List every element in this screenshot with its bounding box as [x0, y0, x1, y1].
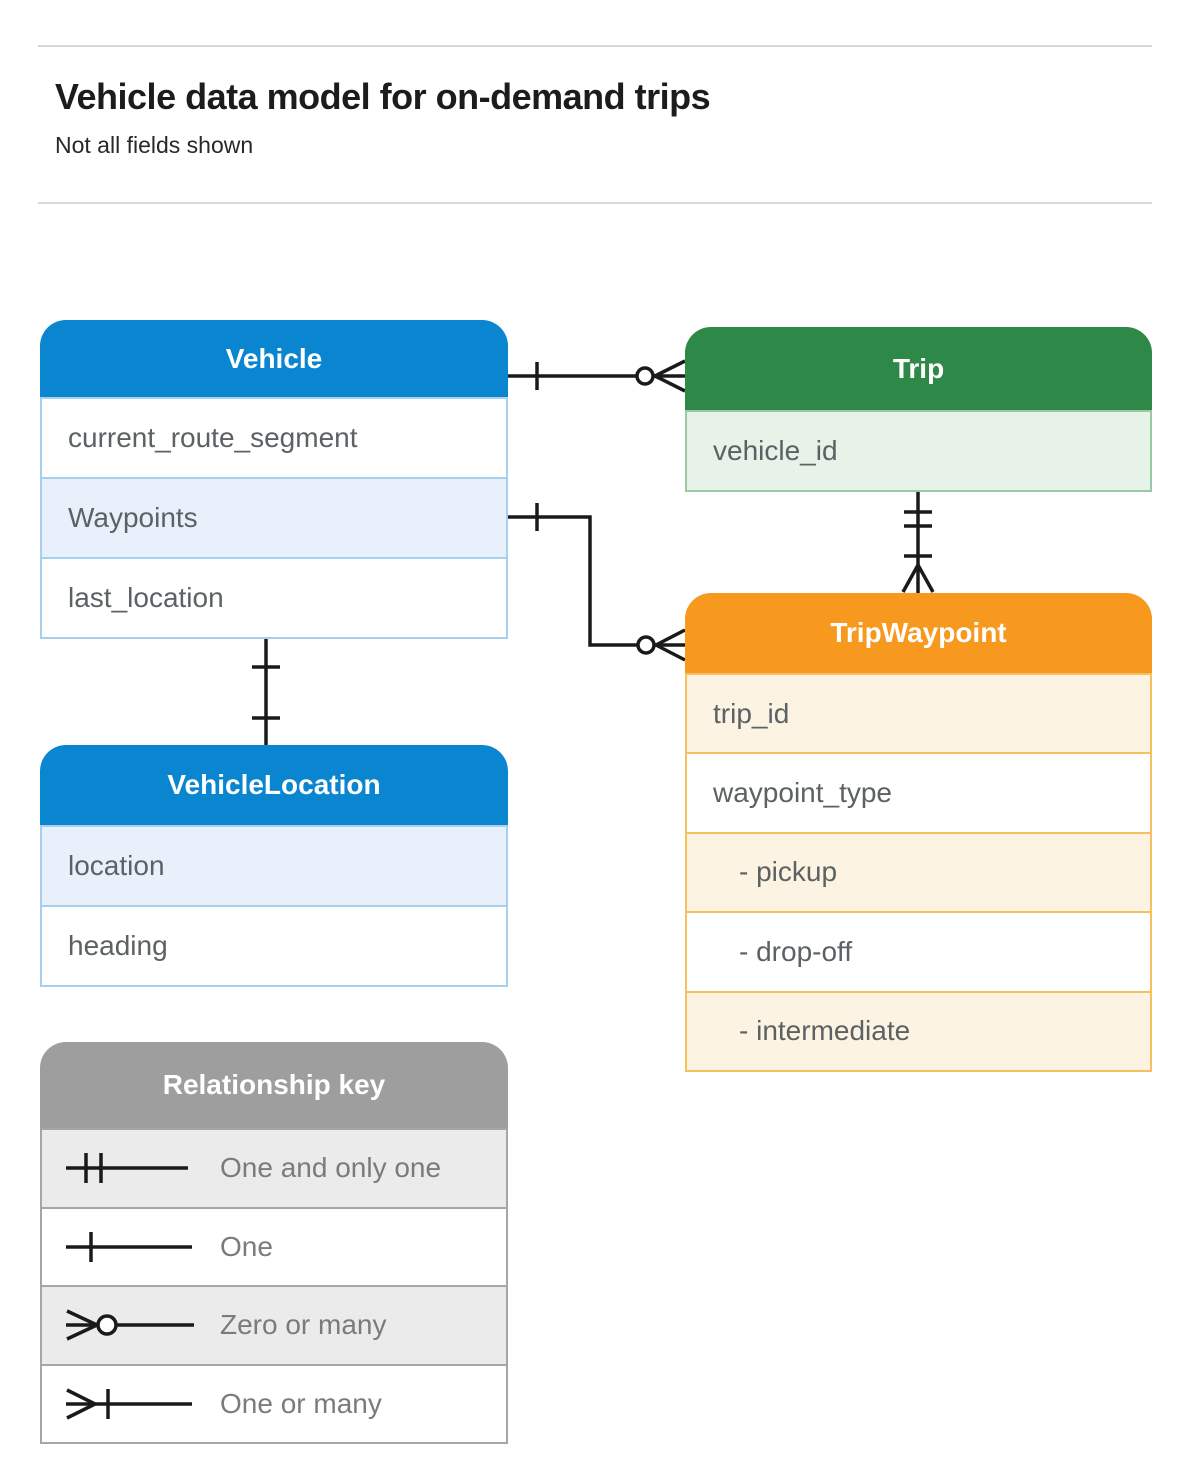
- entity-trip: Trip vehicle_id: [685, 327, 1152, 492]
- top-divider: [38, 45, 1152, 47]
- legend-label: One and only one: [220, 1152, 442, 1184]
- field-label: location: [68, 850, 165, 881]
- entity-tripwaypoint: TripWaypoint trip_id waypoint_type - pic…: [685, 593, 1152, 1072]
- connector-vehicle-trip: [508, 359, 686, 393]
- entity-vehicle-body: current_route_segment Waypoints last_loc…: [40, 397, 508, 639]
- entity-trip-body: vehicle_id: [685, 410, 1152, 492]
- header-divider: [38, 202, 1152, 204]
- relationship-key-header: Relationship key: [40, 1042, 508, 1128]
- entity-vehicle-title: Vehicle: [225, 342, 323, 374]
- field-row: current_route_segment: [42, 397, 506, 477]
- entity-vehiclelocation-header: VehicleLocation: [40, 745, 508, 825]
- relationship-key-title: Relationship key: [162, 1069, 386, 1100]
- field-row: Waypoints: [42, 477, 506, 557]
- connector-waypoints-tripwaypoint: [508, 503, 686, 662]
- field-row-enum-value: - intermediate: [687, 990, 1150, 1070]
- field-row: vehicle_id: [687, 410, 1150, 490]
- legend-label: Zero or many: [220, 1309, 387, 1341]
- field-label: - drop-off: [739, 935, 853, 967]
- field-label: trip_id: [713, 697, 790, 729]
- field-label: vehicle_id: [713, 435, 838, 466]
- one-symbol: [66, 1231, 192, 1262]
- field-label: waypoint_type: [713, 777, 893, 809]
- entity-vehicle-header: Vehicle: [40, 320, 508, 397]
- connector-trip-tripwaypoint: [901, 490, 935, 593]
- entity-trip-title: Trip: [892, 352, 945, 384]
- field-row-enum-value: - pickup: [687, 831, 1150, 912]
- relationship-key-body: One and only one One Zero or many: [40, 1128, 508, 1444]
- field-row: trip_id: [687, 673, 1150, 753]
- field-row: location: [42, 825, 506, 905]
- field-row-enum-value: - drop-off: [687, 911, 1150, 991]
- legend-row: One and only one: [42, 1128, 506, 1207]
- relationship-key: Relationship key One and only one One: [40, 1042, 508, 1444]
- field-label: current_route_segment: [68, 422, 358, 453]
- legend-row: Zero or many: [42, 1285, 506, 1364]
- entity-tripwaypoint-title: TripWaypoint: [830, 617, 1007, 648]
- legend-row: One: [42, 1206, 506, 1285]
- entity-vehiclelocation: VehicleLocation location heading: [40, 745, 508, 987]
- field-label: heading: [68, 930, 168, 961]
- one-or-many-symbol: [66, 1388, 192, 1420]
- page-subtitle: Not all fields shown: [55, 132, 254, 158]
- one-and-only-one-symbol: [66, 1153, 188, 1184]
- entity-trip-header: Trip: [685, 327, 1152, 410]
- field-row: heading: [42, 905, 506, 985]
- field-row: last_location: [42, 557, 506, 637]
- field-row: waypoint_type: [687, 752, 1150, 832]
- zero-or-many-symbol: [66, 1309, 194, 1341]
- field-label: last_location: [68, 582, 224, 613]
- entity-tripwaypoint-header: TripWaypoint: [685, 593, 1152, 673]
- field-label: - intermediate: [739, 1015, 911, 1047]
- entity-vehicle: Vehicle current_route_segment Waypoints …: [40, 320, 508, 639]
- field-label: - pickup: [739, 856, 838, 888]
- legend-row: One or many: [42, 1363, 506, 1442]
- legend-label: One: [220, 1230, 273, 1262]
- connector-vehicle-vehiclelocation: [252, 636, 280, 745]
- field-label: Waypoints: [68, 502, 198, 533]
- entity-tripwaypoint-body: trip_id waypoint_type - pickup - drop-of…: [685, 673, 1152, 1072]
- page-title: Vehicle data model for on-demand trips: [55, 76, 711, 117]
- entity-vehiclelocation-body: location heading: [40, 825, 508, 987]
- entity-vehiclelocation-title: VehicleLocation: [167, 769, 381, 800]
- legend-label: One or many: [220, 1387, 382, 1419]
